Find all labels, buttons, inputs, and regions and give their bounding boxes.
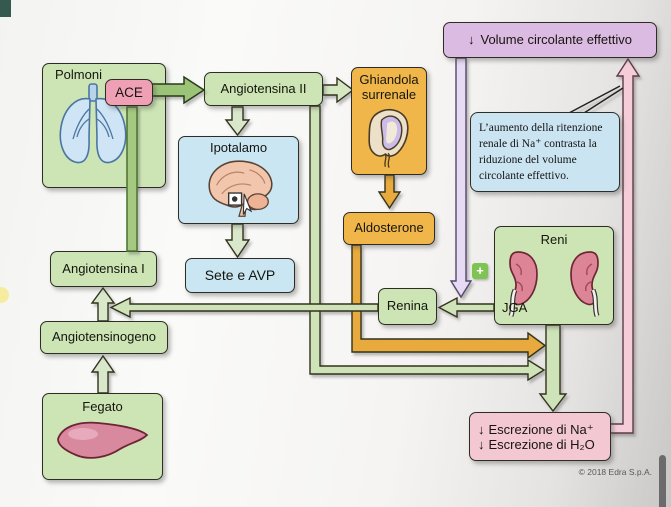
- arrow-angiotensinogen-to-angi: [90, 286, 116, 322]
- liver-icon: [56, 421, 148, 459]
- excretion-na-line: ↓ Escrezione di Na⁺: [470, 421, 610, 438]
- node-kidneys-label: Reni: [540, 232, 568, 247]
- node-thirst-avp: Sete e AVP: [185, 258, 295, 293]
- node-aldosterone: Aldosterone: [343, 212, 435, 245]
- arrow-volume-to-jga: [449, 57, 473, 299]
- annotation-callout-text: L’aumento della ritenzione renale di Na⁺…: [479, 122, 603, 183]
- annotation-callout: L’aumento della ritenzione renale di Na⁺…: [470, 112, 620, 192]
- node-lungs-label: Polmoni: [55, 67, 102, 82]
- node-thirst-avp-label: Sete e AVP: [204, 266, 276, 283]
- node-excretion: ↓ Escrezione di Na⁺ ↓ Escrezione di H₂O: [469, 412, 611, 461]
- copyright-label: © 2018 Edra S.p.A.: [578, 467, 652, 477]
- arrow-jga-to-renin: [437, 296, 495, 319]
- excretion-na-label: Escrezione di Na⁺: [488, 421, 594, 437]
- corner-accent: [0, 0, 11, 17]
- node-effective-circulating-volume-label: Volume circolante effettivo: [480, 31, 632, 47]
- kidney-right-icon: [570, 250, 600, 317]
- arrow-adrenal-to-aldosterone: [377, 174, 402, 210]
- arrow-angii-to-hypothalamus: [224, 106, 251, 137]
- node-adrenal-gland: Ghiandola surrenale: [351, 67, 427, 175]
- jga-label: JGA: [502, 300, 528, 316]
- excretion-h2o-line: ↓ Escrezione di H₂O: [470, 436, 610, 453]
- plus-stimulation-badge: +: [472, 263, 488, 279]
- down-arrow-glyph: ↓: [478, 421, 485, 437]
- node-effective-circulating-volume: ↓ Volume circolante effettivo: [443, 22, 657, 58]
- pointer-highlight-dot: [0, 287, 9, 303]
- down-arrow-glyph: ↓: [478, 436, 485, 452]
- arrow-kidney-to-excretion: [538, 324, 568, 413]
- arrow-renin-to-angiotensinogen: [109, 296, 379, 319]
- node-angiotensin-1-label: Angiotensina I: [62, 260, 145, 276]
- callout-pointer: [568, 85, 624, 114]
- brain-icon: [208, 159, 273, 217]
- node-angiotensin-2: Angiotensina II: [204, 72, 323, 106]
- adrenal-gland-icon: [368, 109, 409, 168]
- arrow-angii-to-adrenal: [322, 76, 355, 104]
- node-renin: Renina: [378, 288, 437, 325]
- scrollbar-thumb[interactable]: [659, 455, 666, 507]
- node-adrenal-gland-label: Ghiandola surrenale: [359, 72, 419, 102]
- node-ace: ACE: [105, 79, 153, 106]
- node-renin-label: Renina: [386, 298, 429, 314]
- node-angiotensin-1: Angiotensina I: [50, 251, 157, 287]
- node-liver-label: Fegato: [82, 399, 123, 414]
- node-hypothalamus-label: Ipotalamo: [209, 140, 268, 155]
- node-aldosterone-label: Aldosterone: [354, 220, 424, 236]
- node-hypothalamus: Ipotalamo: [178, 136, 299, 224]
- node-angiotensinogen: Angiotensinogeno: [40, 321, 168, 354]
- node-ace-label: ACE: [115, 84, 143, 100]
- arrow-hypothalamus-to-thirst: [224, 223, 251, 259]
- node-kidneys: Reni JGA: [494, 226, 614, 325]
- excretion-h2o-label: Escrezione di H₂O: [488, 436, 595, 452]
- node-angiotensinogen-label: Angiotensinogeno: [51, 329, 157, 345]
- plus-glyph: +: [476, 263, 484, 278]
- node-liver: Fegato: [42, 393, 163, 480]
- copyright-text: © 2018 Edra S.p.A.: [579, 467, 652, 477]
- arrow-liver-to-angiotensinogen: [90, 354, 116, 394]
- node-angiotensin-2-label: Angiotensina II: [220, 80, 307, 96]
- down-arrow-glyph: ↓: [467, 31, 475, 47]
